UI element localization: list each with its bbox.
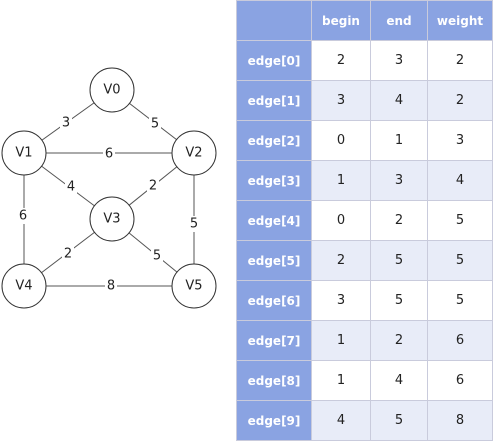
table-row: edge[0] 2 3 2 xyxy=(236,40,493,81)
node-label: V2 xyxy=(185,146,202,161)
node-label: V3 xyxy=(103,212,120,227)
table-row: edge[9] 4 5 8 xyxy=(236,400,493,441)
node-circle xyxy=(89,196,135,242)
edge-table-corner-cell xyxy=(236,0,312,41)
cell-weight: 3 xyxy=(427,120,493,161)
edge-weight-background xyxy=(17,208,29,224)
cell-weight: 2 xyxy=(427,80,493,121)
cell-weight: 4 xyxy=(427,160,493,201)
cell-begin: 2 xyxy=(311,240,371,281)
edge-weight-label: 2 xyxy=(64,247,72,262)
cell-begin: 1 xyxy=(311,320,371,361)
row-label: edge[0] xyxy=(236,40,312,81)
table-row: edge[4] 0 2 5 xyxy=(236,200,493,241)
cell-begin: 4 xyxy=(311,400,371,441)
edge-weight-label: 3 xyxy=(62,116,70,131)
cell-weight: 6 xyxy=(427,360,493,401)
column-header-begin: begin xyxy=(311,0,371,41)
cell-end: 5 xyxy=(370,240,428,281)
cell-begin: 0 xyxy=(311,120,371,161)
edge-weight-label: 6 xyxy=(105,147,113,162)
edge-table-header-row: begin end weight xyxy=(236,0,493,41)
cell-begin: 3 xyxy=(311,280,371,321)
graph-edge-weights: 3 5 6 4 2 6 5 2 5 8 xyxy=(17,115,200,294)
table-row: edge[1] 3 4 2 xyxy=(236,80,493,121)
edge-weight-background xyxy=(65,179,77,195)
edge-weight-label: 5 xyxy=(151,117,159,132)
node-label: V1 xyxy=(15,146,32,161)
graph-edges xyxy=(23,89,195,287)
edge-weight-background xyxy=(60,115,72,131)
edge-weight-label: 4 xyxy=(67,180,75,195)
edge-weight-label: 5 xyxy=(153,249,161,264)
node-label: V0 xyxy=(103,83,120,98)
table-row: edge[5] 2 5 5 xyxy=(236,240,493,281)
edge-weight-background xyxy=(62,246,74,262)
row-label: edge[1] xyxy=(236,80,312,121)
cell-weight: 6 xyxy=(427,320,493,361)
cell-end: 3 xyxy=(370,160,428,201)
cell-end: 1 xyxy=(370,120,428,161)
node-label: V4 xyxy=(15,279,32,294)
edge-weight-background xyxy=(105,278,117,294)
row-label: edge[7] xyxy=(236,320,312,361)
cell-weight: 5 xyxy=(427,280,493,321)
row-label: edge[8] xyxy=(236,360,312,401)
edge-weight-background xyxy=(149,116,161,132)
node-v0: V0 xyxy=(89,67,135,113)
edge-table: begin end weight edge[0] 2 3 2 edge[1] 3… xyxy=(236,0,493,441)
cell-end: 2 xyxy=(370,200,428,241)
edge-weight-label: 6 xyxy=(19,209,27,224)
table-row: edge[2] 0 1 3 xyxy=(236,120,493,161)
cell-weight: 5 xyxy=(427,200,493,241)
row-label: edge[4] xyxy=(236,200,312,241)
edge-weight-background xyxy=(147,178,159,194)
cell-end: 4 xyxy=(370,80,428,121)
table-row: edge[6] 3 5 5 xyxy=(236,280,493,321)
cell-begin: 0 xyxy=(311,200,371,241)
edge-weight-background xyxy=(188,216,200,232)
node-circle xyxy=(171,263,217,309)
column-header-weight: weight xyxy=(427,0,493,41)
edge-weight-background xyxy=(103,146,115,162)
cell-begin: 3 xyxy=(311,80,371,121)
cell-end: 4 xyxy=(370,360,428,401)
column-header-end: end xyxy=(370,0,428,41)
cell-begin: 2 xyxy=(311,40,371,81)
edge-weight-background xyxy=(151,248,163,264)
node-v5: V5 xyxy=(171,263,217,309)
row-label: edge[6] xyxy=(236,280,312,321)
row-label: edge[5] xyxy=(236,240,312,281)
table-row: edge[3] 1 3 4 xyxy=(236,160,493,201)
row-label: edge[2] xyxy=(236,120,312,161)
cell-end: 5 xyxy=(370,280,428,321)
node-v2: V2 xyxy=(171,130,217,176)
node-v3: V3 xyxy=(89,196,135,242)
node-v4: V4 xyxy=(1,263,47,309)
cell-weight: 5 xyxy=(427,240,493,281)
edge-weight-label: 2 xyxy=(149,179,157,194)
cell-end: 3 xyxy=(370,40,428,81)
node-circle xyxy=(1,130,47,176)
node-v1: V1 xyxy=(1,130,47,176)
cell-end: 5 xyxy=(370,400,428,441)
cell-begin: 1 xyxy=(311,360,371,401)
cell-begin: 1 xyxy=(311,160,371,201)
cell-weight: 2 xyxy=(427,40,493,81)
row-label: edge[3] xyxy=(236,160,312,201)
edge-weight-label: 5 xyxy=(190,217,198,232)
node-circle xyxy=(89,67,135,113)
node-circle xyxy=(1,263,47,309)
table-row: edge[7] 1 2 6 xyxy=(236,320,493,361)
node-circle xyxy=(171,130,217,176)
table-row: edge[8] 1 4 6 xyxy=(236,360,493,401)
cell-end: 2 xyxy=(370,320,428,361)
row-label: edge[9] xyxy=(236,400,312,441)
edge-weight-label: 8 xyxy=(107,279,115,294)
cell-weight: 8 xyxy=(427,400,493,441)
node-label: V5 xyxy=(185,279,202,294)
